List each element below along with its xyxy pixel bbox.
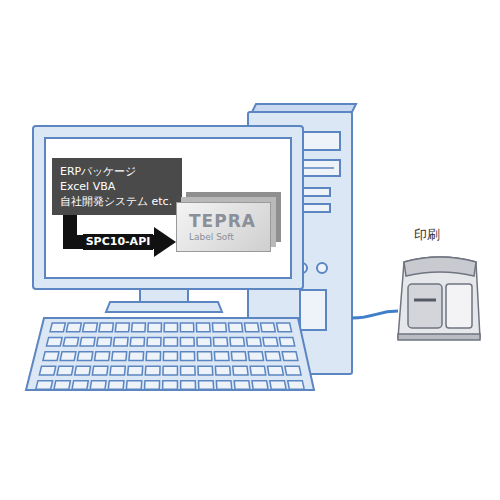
keyboard-key [285,366,301,375]
keyboard-key [279,337,294,346]
keyboard-key [99,323,113,332]
keyboard-key [198,366,213,375]
keyboard-key [77,352,92,361]
keyboard-key [213,337,227,346]
keyboard-key [63,337,78,346]
keyboard-key [54,381,70,390]
keyboard-key [110,366,125,375]
keyboard-key [164,337,178,346]
keyboard-key [129,352,144,361]
keyboard-key [50,323,65,332]
keyboard-key [113,337,128,346]
keyboard-key [180,323,193,332]
keyboard-key [163,352,177,361]
keyboard-key [115,323,129,332]
keyboard-key [128,366,143,375]
keyboard-key [248,352,263,361]
keyboard-key [148,323,162,332]
keyboard-key [197,337,211,346]
keyboard-key [214,352,229,361]
keyboard [26,318,314,390]
device-label: 印刷 [414,226,440,244]
keyboard-key [72,381,88,390]
logo-subtext: Label Soft [189,231,256,243]
keyboard-key [216,381,231,390]
tepra-software-card: TEPRALabel Soft [176,202,271,252]
keyboard-key [90,381,106,390]
keyboard-key [198,381,213,390]
keyboard-key [265,352,281,361]
keyboard-key [130,337,144,346]
system-name: ERPパッケージ [60,164,172,179]
keyboard-key [197,352,211,361]
keyboard-key [246,337,261,346]
keyboard-key [181,352,195,361]
keyboard-key [57,366,73,375]
edge-label: SPC10-API [83,234,154,250]
keyboard-key [196,323,210,332]
keyboard-key [126,381,141,390]
keyboard-key [164,323,177,332]
system-name: 自社開発システム etc. [60,194,172,209]
keyboard-key [163,366,177,375]
keyboard-key [252,381,268,390]
keyboard-key [132,323,146,332]
software-box: ERPパッケージExcel VBA自社開発システム etc. [52,158,182,215]
keyboard-key [181,366,196,375]
keyboard-key [288,381,305,390]
keyboard-key [80,337,95,346]
keyboard-key [270,381,286,390]
printer-cable [352,311,398,318]
keyboard-key [39,366,55,375]
keyboard-key [282,352,298,361]
keyboard-key [92,366,108,375]
keyboard-key [212,323,226,332]
keyboard-key [234,381,250,390]
keyboard-key [83,323,98,332]
label-printer [398,257,480,340]
keyboard-key [95,352,110,361]
keyboard-key [46,337,62,346]
keyboard-key [66,323,81,332]
keyboard-key [97,337,112,346]
keyboard-key [36,381,53,390]
keyboard-key [230,337,245,346]
keyboard-key [277,323,292,332]
keyboard-key [144,381,159,390]
keyboard-key [108,381,124,390]
keyboard-key [60,352,76,361]
keyboard-key [233,366,248,375]
keyboard-key [145,366,160,375]
keyboard-key [263,337,278,346]
keyboard-key [146,352,160,361]
keyboard-key [147,337,161,346]
keyboard-key [180,337,194,346]
keyboard-key [261,323,276,332]
keyboard-key [231,352,246,361]
logo-text: TEPRA [189,211,256,231]
keyboard-key [244,323,258,332]
keyboard-key [112,352,127,361]
keyboard-key [43,352,59,361]
keyboard-key [215,366,230,375]
system-name: Excel VBA [60,179,172,194]
keyboard-key [268,366,284,375]
keyboard-key [250,366,266,375]
keyboard-key [228,323,242,332]
keyboard-key [163,381,178,390]
keyboard-key [75,366,91,375]
keyboard-key [181,381,196,390]
monitor [33,126,303,312]
